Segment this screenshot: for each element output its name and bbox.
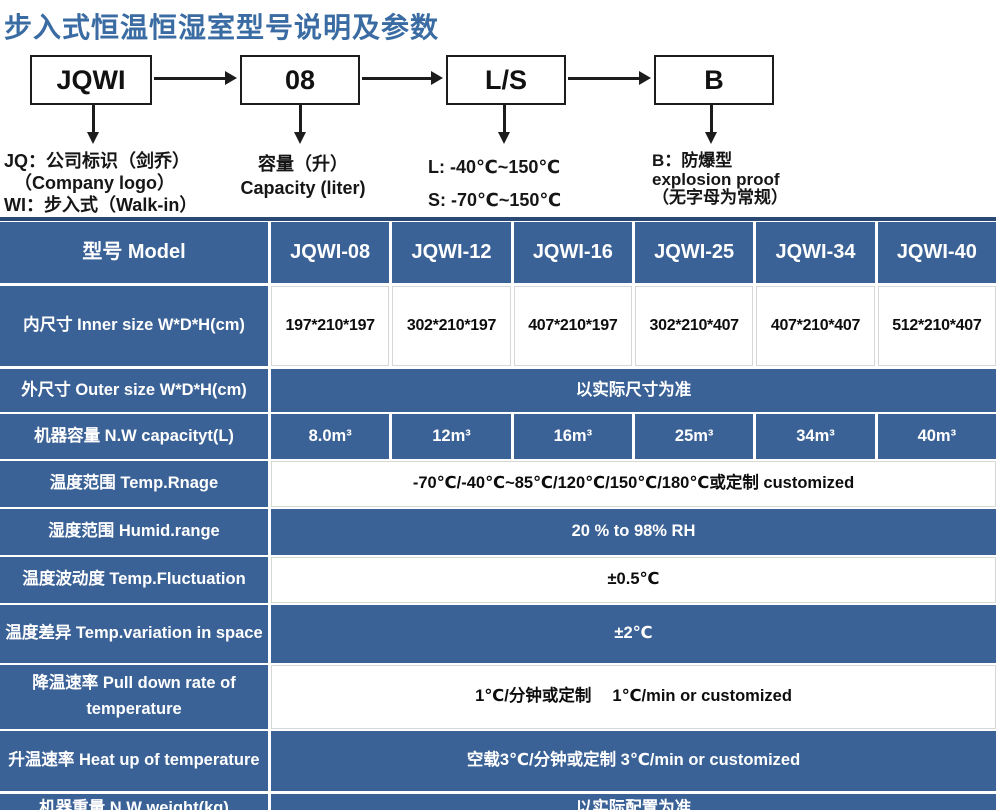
- column-header: JQWI-40: [877, 222, 996, 283]
- row-label: 升温速率 Heat up of temperature: [0, 731, 268, 791]
- note-line: （无字母为常规）: [652, 188, 788, 207]
- down-arrow-icon: [705, 105, 716, 144]
- note-line: JQ：公司标识（剑乔）: [4, 151, 191, 171]
- table-cell: 40m³: [877, 414, 996, 459]
- note-explosion-code: B：防爆型 explosion proof （无字母为常规）: [652, 151, 788, 208]
- table-cell: 34m³: [756, 414, 875, 459]
- column-header: JQWI-16: [513, 222, 632, 283]
- right-arrow-icon: [362, 71, 443, 85]
- row-label: 温度范围 Temp.Rnage: [0, 461, 268, 507]
- table-cell: 8.0m³: [271, 414, 390, 459]
- table-row-temp-variation: 温度差异 Temp.variation in space ±2℃: [0, 605, 996, 663]
- flow-box-company-code: JQWI: [30, 55, 152, 105]
- row-label: 温度波动度 Temp.Fluctuation: [0, 557, 268, 603]
- note-capacity-code: 容量（升） Capacity (liter): [214, 152, 392, 200]
- flow-box-explosion-code: B: [654, 55, 774, 105]
- column-header: JQWI-12: [392, 222, 511, 283]
- note-company-code: JQ：公司标识（剑乔） （Company logo） WI：步入式（Walk-i…: [4, 150, 197, 216]
- row-label: 湿度范围 Humid.range: [0, 509, 268, 555]
- table-cell: 16m³: [513, 414, 632, 459]
- right-arrow-icon: [568, 71, 651, 85]
- table-top-border: [0, 217, 996, 221]
- down-arrow-icon: [498, 105, 509, 144]
- row-label: 外尺寸 Outer size W*D*H(cm): [0, 369, 268, 412]
- table-cell: 20 % to 98% RH: [271, 509, 996, 555]
- table-cell: 12m³: [392, 414, 511, 459]
- flow-box-capacity-code: 08: [240, 55, 360, 105]
- table-row-pull-down-rate: 降温速率 Pull down rate of temperature 1℃/分钟…: [0, 665, 996, 729]
- table-cell: 302*210*407: [635, 286, 754, 366]
- table-cell: ±2℃: [271, 605, 996, 663]
- note-line: explosion proof: [652, 169, 780, 189]
- table-cell: 197*210*197: [271, 286, 390, 366]
- column-header: JQWI-08: [271, 222, 390, 283]
- down-arrow-icon: [294, 105, 305, 144]
- flow-box-temp-code: L/S: [446, 55, 566, 105]
- note-temp-code: L: -40℃~150℃ S: -70℃~150℃: [428, 151, 561, 217]
- row-label: 内尺寸 Inner size W*D*H(cm): [0, 286, 268, 366]
- row-label: 机器重量 N.W weight(kg): [0, 794, 268, 810]
- right-arrow-icon: [154, 71, 237, 85]
- table-row-inner-size: 内尺寸 Inner size W*D*H(cm) 197*210*197 302…: [0, 286, 996, 366]
- row-label: 降温速率 Pull down rate of temperature: [0, 665, 268, 729]
- note-line: （Company logo）: [14, 173, 175, 193]
- table-row-capacity: 机器容量 N.W capacityt(L) 8.0m³ 12m³ 16m³ 25…: [0, 414, 996, 459]
- note-line: S: -70℃~150℃: [428, 190, 562, 210]
- page-title: 步入式恒温恒湿室型号说明及参数: [4, 12, 440, 43]
- row-label: 温度差异 Temp.variation in space: [0, 605, 268, 663]
- table-cell: 1℃/分钟或定制 1℃/min or customized: [271, 665, 996, 729]
- table-cell: 407*210*407: [756, 286, 875, 366]
- table-cell: 空载3℃/分钟或定制 3℃/min or customized: [271, 731, 996, 791]
- table-cell: 以实际尺寸为准: [271, 369, 996, 412]
- row-label: 机器容量 N.W capacityt(L): [0, 414, 268, 459]
- note-line: Capacity (liter): [240, 178, 366, 198]
- table-cell: 25m³: [635, 414, 754, 459]
- table-cell: 512*210*407: [877, 286, 996, 366]
- table-row-temp-fluctuation: 温度波动度 Temp.Fluctuation ±0.5℃: [0, 557, 996, 603]
- column-header: JQWI-25: [635, 222, 754, 283]
- table-cell: ±0.5℃: [271, 557, 996, 603]
- down-arrow-icon: [87, 105, 98, 144]
- column-header-model: 型号 Model: [0, 222, 268, 283]
- table-cell: -70℃/-40℃~85℃/120℃/150℃/180℃或定制 customiz…: [271, 461, 996, 507]
- note-line: WI：步入式（Walk-in）: [4, 195, 198, 215]
- note-line: L: -40℃~150℃: [428, 157, 561, 177]
- table-row-temp-range: 温度范围 Temp.Rnage -70℃/-40℃~85℃/120℃/150℃/…: [0, 461, 996, 507]
- note-line: B：防爆型: [652, 151, 733, 170]
- table-cell: 407*210*197: [513, 286, 632, 366]
- column-header: JQWI-34: [756, 222, 875, 283]
- table-row-weight: 机器重量 N.W weight(kg) 以实际配置为准: [0, 794, 996, 810]
- table-row-humidity-range: 湿度范围 Humid.range 20 % to 98% RH: [0, 509, 996, 555]
- table-cell: 302*210*197: [392, 286, 511, 366]
- note-line: 容量（升）: [258, 154, 348, 174]
- table-cell: 以实际配置为准: [271, 794, 996, 810]
- table-header-row: 型号 Model JQWI-08 JQWI-12 JQWI-16 JQWI-25…: [0, 222, 996, 283]
- table-row-heat-up-rate: 升温速率 Heat up of temperature 空载3℃/分钟或定制 3…: [0, 731, 996, 791]
- table-row-outer-size: 外尺寸 Outer size W*D*H(cm) 以实际尺寸为准: [0, 369, 996, 412]
